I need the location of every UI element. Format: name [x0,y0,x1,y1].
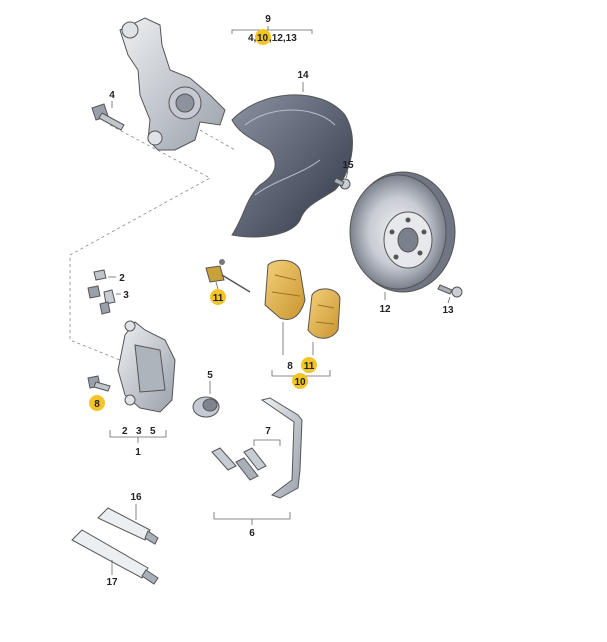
label-5-top: 5 [207,370,213,381]
label-12: 12 [379,304,391,315]
grease-tube-16 [97,507,159,545]
label-10-pads: 10 [294,377,306,388]
label-13: 13 [442,305,454,316]
leader-pads [282,322,314,355]
label-16: 16 [130,492,142,503]
bracket-6 [213,512,291,520]
label-15: 15 [342,160,354,171]
brake-caliper-1 [117,320,176,413]
label-7: 7 [265,426,271,437]
label-9: 9 [265,14,271,25]
label-17: 17 [106,577,118,588]
highlight-11-left [210,289,226,305]
label-3-group: 3 [136,426,142,437]
label-2-group: 2 [122,426,128,437]
highlight-8-bolt [89,395,105,411]
label-8-bolt: 8 [94,399,100,410]
label-11-left: 11 [213,293,224,304]
highlight-10-top [255,29,271,45]
label-8-pads: 8 [287,361,293,372]
label-14: 14 [297,70,309,81]
piston-seal-5 [192,396,220,418]
label-2-top: 2 [119,273,125,284]
label-3-top: 3 [123,290,129,301]
splash-shield-14 [231,94,353,238]
screw-15 [333,177,351,190]
anti-rattle-spring [260,397,303,499]
bolt-4 [91,103,125,131]
highlight-11-pads [301,357,317,373]
label-11-pads: 11 [304,361,315,372]
label-9-item-10: 10 [257,33,269,44]
label-4: 4 [109,90,115,101]
screw-13 [437,284,463,298]
brake-disc-12 [349,171,456,293]
dashed-ref-line-knuckle [199,129,236,151]
leader-15 [345,170,349,179]
label-1: 1 [135,447,141,458]
leader-13 [447,296,451,304]
bracket-7 [253,439,281,446]
label-9-items-12-13: ,12,13 [269,33,297,44]
steering-knuckle [119,17,226,151]
leader-9 [231,26,313,34]
highlight-10-pads [292,373,308,389]
bleed-valve-2 [87,269,107,299]
label-6: 6 [249,528,255,539]
brake-pads [264,259,341,339]
grease-tube-17 [71,529,159,585]
dashed-ref-line-left [69,124,211,361]
guide-pins-7 [211,447,267,481]
label-9-item-4: 4, [248,33,257,44]
label-5-group: 5 [150,426,156,437]
cap-3 [99,289,116,315]
wear-sensor-11 [205,259,251,293]
leader-11-left [215,281,219,290]
bolt-8 [87,375,111,392]
